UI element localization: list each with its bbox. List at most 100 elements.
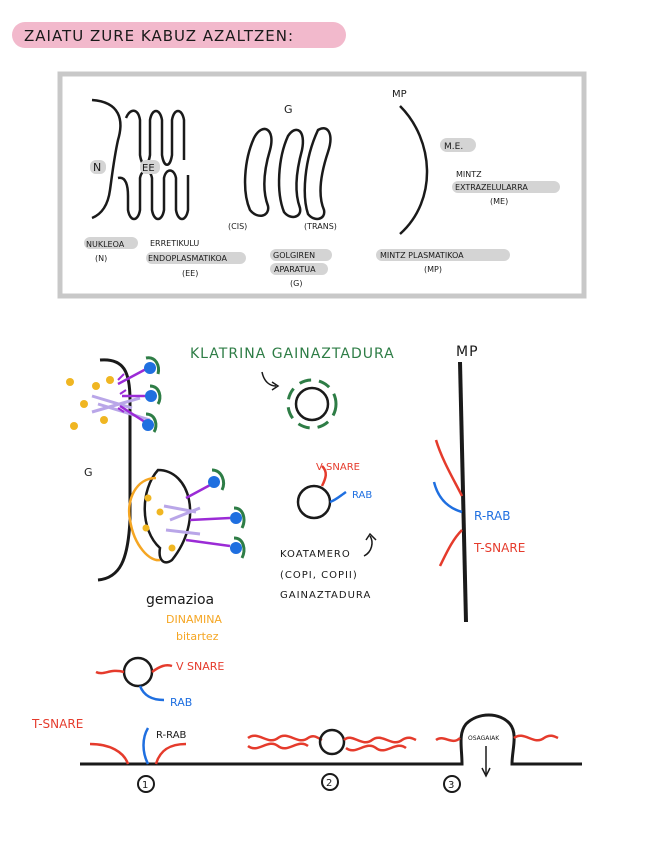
- arrow-line: [261, 371, 277, 387]
- label-extrazelularra: EXTRAZELULARRA: [455, 183, 528, 192]
- coat-protein-dot: [142, 419, 154, 431]
- label-endoplasmatikoa: ENDOPLASMATIKOA: [148, 254, 227, 263]
- budding-vesicle-shape: [143, 468, 192, 564]
- clathrin-arc: [233, 506, 246, 529]
- snare-zipper-left-b: [247, 742, 309, 750]
- label-nukleoa: NUKLEOA: [86, 240, 125, 249]
- plasma-membrane-arc: [399, 105, 429, 235]
- cargo-dot: [92, 382, 100, 390]
- v-snare-line: [151, 664, 173, 674]
- er-lower-folds-shape: [117, 169, 190, 221]
- t-snare-line: [438, 529, 463, 567]
- label-trans: (TRANS): [304, 222, 337, 231]
- label-gainaztadura: GAINAZTADURA: [280, 590, 371, 601]
- label-mp: MP: [392, 89, 407, 100]
- v-snare-line: [320, 465, 327, 487]
- label-mintz: MINTZ: [456, 170, 482, 179]
- adaptor-lines-lower: [185, 482, 231, 548]
- label-g-abbr: (G): [290, 279, 302, 288]
- cargo-dot: [100, 416, 108, 424]
- title-group: ZAIATU ZURE KABUZ AZALTZEN:: [12, 22, 346, 48]
- label-step1: 1: [142, 780, 148, 791]
- label-mp-abbr: (MP): [424, 265, 442, 274]
- golgi-cisterna-cis: [243, 127, 273, 218]
- label-highlight: [270, 249, 332, 261]
- label-highlight: [146, 252, 246, 264]
- label-klatrina: KLATRINA GAINAZTADURA: [190, 346, 395, 362]
- vesicle-step2: [318, 728, 346, 756]
- label-highlight: [376, 249, 510, 261]
- step-3-circle: [443, 775, 461, 793]
- label-copi: (COPI, COPII): [280, 570, 358, 581]
- adaptor-ticks-upper: [117, 373, 127, 413]
- coat-protein-dot: [208, 476, 220, 488]
- receptor-lines-lower: [163, 504, 201, 536]
- label-mp-middle: MP: [456, 344, 479, 360]
- label-t-snare-bottom: T-SNARE: [31, 717, 83, 731]
- clathrin-coat-dashed: [286, 378, 338, 430]
- label-cis: (CIS): [228, 222, 247, 231]
- step-1-circle: [137, 775, 155, 793]
- step-2-circle: [321, 773, 339, 791]
- arrow-head: [365, 532, 377, 541]
- label-koatamero: KOATAMERO: [280, 549, 351, 560]
- coat-protein-dot: [230, 542, 242, 554]
- snare-line: [434, 439, 464, 497]
- cargo-dot: [106, 376, 114, 384]
- vesicle-step1: [122, 656, 154, 688]
- label-highlight: [270, 263, 328, 275]
- v-snare-line: [95, 669, 125, 675]
- arrow-head: [271, 381, 280, 391]
- label-step2: 2: [326, 778, 332, 789]
- er-upper-folds-shape: [124, 109, 186, 166]
- snare-zipper-right-b: [345, 744, 407, 752]
- label-erretikulu: ERRETIKULU: [150, 239, 199, 248]
- label-mintz-plasmatikoa: MINTZ PLASMATIKOA: [380, 251, 464, 260]
- coatomer-vesicle: [296, 484, 332, 520]
- label-step3: 3: [448, 780, 454, 791]
- label-g-middle: G: [84, 466, 93, 479]
- label-nukleoa-abbr: (N): [95, 254, 107, 263]
- snare-zipper-left-a: [247, 734, 323, 742]
- cargo-dot: [70, 422, 78, 430]
- snare-line: [435, 737, 461, 743]
- label-r-rab-middle: R-RAB: [474, 509, 510, 523]
- snare-line: [513, 734, 559, 742]
- label-v-snare-middle: V SNARE: [316, 462, 360, 473]
- coat-protein-dot: [230, 512, 242, 524]
- label-r-rab-bottom: R-RAB: [156, 730, 187, 741]
- label-highlight: [90, 160, 106, 174]
- t-snare-line: [154, 742, 187, 765]
- clathrin-arc: [233, 536, 246, 559]
- label-dinamina: DINAMINA: [166, 613, 222, 626]
- clathrin-arc: [211, 468, 226, 491]
- label-g: G: [284, 103, 293, 116]
- t-snare-line: [89, 742, 130, 765]
- cargo-dot: [156, 508, 164, 516]
- dynamin-ring: [127, 476, 161, 562]
- label-aparatua: APARATUA: [274, 265, 316, 274]
- label-highlight: [452, 181, 560, 193]
- coat-protein-dot: [145, 390, 157, 402]
- title-highlight: [12, 22, 346, 48]
- label-highlight: [440, 138, 476, 152]
- label-golgiren: GOLGIREN: [273, 251, 315, 260]
- release-arrow-head: [481, 767, 491, 778]
- label-gemazioa: gemazioa: [146, 592, 214, 608]
- label-t-snare-middle: T-SNARE: [473, 541, 525, 555]
- label-bitartez: bitartez: [176, 630, 219, 643]
- label-rab-bottom: RAB: [170, 696, 192, 709]
- label-me-abbr: (ME): [490, 197, 508, 206]
- clathrin-arc: [145, 356, 160, 375]
- cargo-dot: [144, 494, 152, 502]
- golgi-membrane-curve: [97, 358, 132, 582]
- vesicle-formation-section: G gemazioa DINAMI: [66, 344, 525, 643]
- cargo-dot: [80, 400, 88, 408]
- label-me: M.E.: [444, 142, 463, 152]
- arrow-line: [363, 535, 373, 557]
- nucleus-membrane-shape: [91, 98, 122, 220]
- organelles-panel: N EE NUKLEOA (N) ERRETIKULU ENDOPLASMATI…: [57, 71, 587, 299]
- clathrin-vesicle: [294, 386, 330, 422]
- membrane-baseline: [80, 713, 582, 766]
